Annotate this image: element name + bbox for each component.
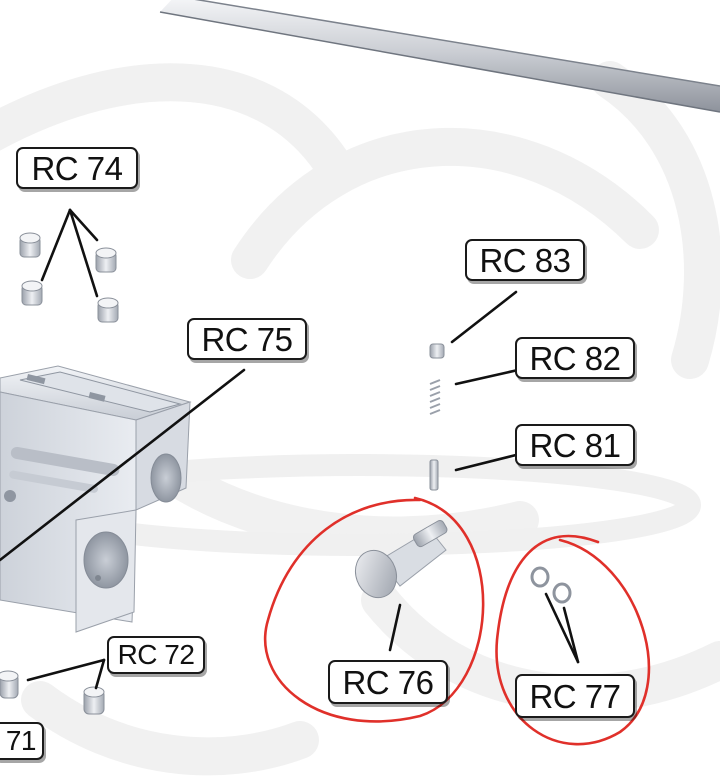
callout-rc75: RC 75 <box>187 318 307 360</box>
rod-part <box>159 0 720 113</box>
rc82-spring <box>429 379 441 415</box>
callout-rc77: RC 77 <box>515 674 635 718</box>
rc77-o-rings <box>530 566 572 604</box>
callout-rc83: RC 83 <box>465 239 585 281</box>
callout-rc81: RC 81 <box>515 424 635 466</box>
callout-rc71: 71 <box>0 722 44 760</box>
callout-rc82: RC 82 <box>515 337 635 379</box>
rc72-screw <box>83 686 105 715</box>
highlight-circles <box>263 496 651 746</box>
rc77-highlight-circle <box>495 534 651 746</box>
rc76-highlight-circle <box>263 496 485 723</box>
rc76-plunger <box>354 519 448 599</box>
rc83-cap <box>429 343 445 359</box>
rc81-pin <box>429 459 439 491</box>
main-body-block <box>0 365 192 633</box>
callout-rc74: RC 74 <box>16 147 138 189</box>
leader-lines <box>0 208 580 690</box>
rc74-set-screws <box>19 232 119 323</box>
callout-rc76: RC 76 <box>328 660 448 704</box>
callout-rc72: RC 72 <box>107 636 205 674</box>
rc71-screw <box>0 670 19 699</box>
